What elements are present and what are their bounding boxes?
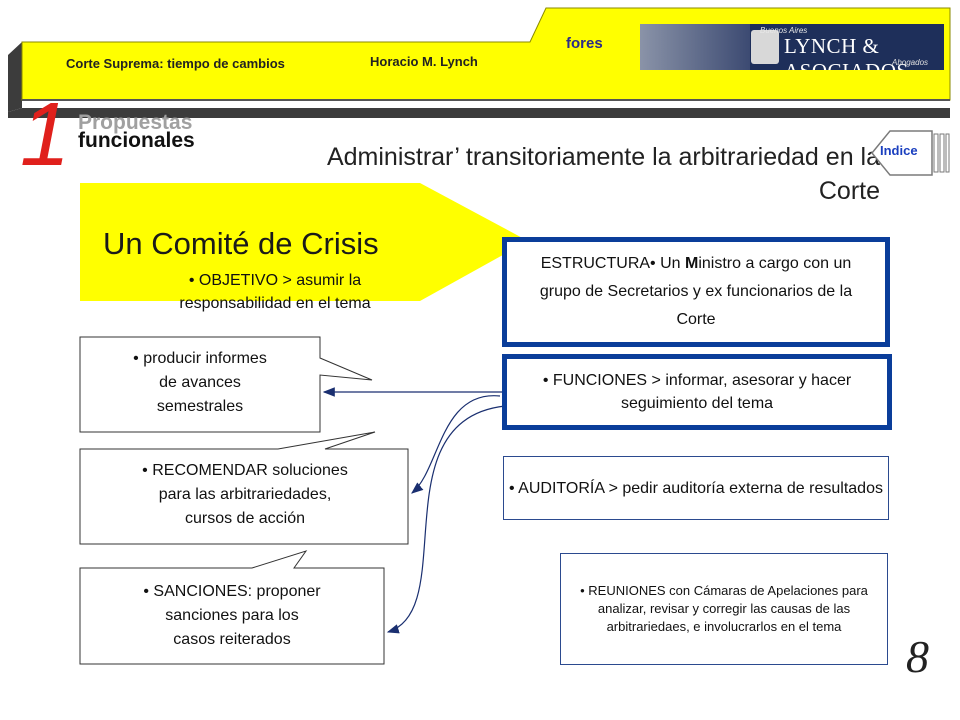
estructura-box: ESTRUCTURA• Un Ministro a cargo con un g…: [502, 237, 890, 347]
objetivo-line2: responsabilidad en el tema: [179, 295, 371, 312]
recomendar-line: para las arbitrariedades,: [158, 486, 332, 503]
objetivo-line1: • OBJETIVO > asumir la: [188, 272, 362, 289]
logo-photo-strip: [640, 24, 750, 70]
informes-line: de avances: [159, 374, 241, 391]
auditoria-text: • AUDITORÍA > pedir auditoría externa de…: [509, 479, 883, 497]
fores-label: fores: [566, 35, 603, 52]
funciones-text: • FUNCIONES > informar, asesorar y hacer…: [542, 372, 852, 412]
section-label-bottom: funcionales: [78, 129, 195, 152]
estructura-rest: inistro a cargo con un grupo de Secretar…: [539, 255, 853, 328]
estructura-text: ESTRUCTURA• Un Ministro a cargo con un g…: [521, 250, 871, 334]
page-title-line1: Administrar’ transitoriamente la arbitra…: [326, 143, 880, 171]
recomendar-line: cursos de acción: [184, 510, 306, 527]
indice-nav-button[interactable]: [870, 128, 950, 178]
page-title: Administrar’ transitoriamente la arbitra…: [160, 140, 880, 208]
reuniones-text: • REUNIONES con Cámaras de Apelaciones p…: [580, 583, 868, 634]
page-number: 8: [906, 631, 929, 682]
informes-callout: • producir informes de avances semestral…: [80, 347, 320, 419]
lynch-asociados-logo: Buenos Aires LYNCH & ASOCIADOS Abogados: [640, 24, 944, 70]
crest-icon: [751, 30, 779, 64]
author-name: Horacio M. Lynch: [370, 54, 478, 69]
connector-to-recomendar: [411, 395, 501, 494]
auditoria-box: • AUDITORÍA > pedir auditoría externa de…: [503, 456, 889, 520]
funciones-box: • FUNCIONES > informar, asesorar y hacer…: [502, 354, 892, 430]
sanciones-line: sanciones para los: [165, 607, 299, 624]
indice-label[interactable]: Indice: [880, 143, 918, 158]
logo-subtitle: Abogados: [892, 58, 929, 67]
sanciones-line: casos reiterados: [173, 631, 291, 648]
section-number: 1: [20, 85, 71, 185]
section-label-top: Propuestas: [78, 111, 193, 134]
sanciones-line: • SANCIONES: proponer: [143, 583, 321, 600]
reuniones-box: • REUNIONES con Cámaras de Apelaciones p…: [560, 553, 888, 665]
logo-city: Buenos Aires: [760, 26, 808, 35]
informes-line: • producir informes: [133, 350, 267, 367]
course-title: Corte Suprema: tiempo de cambios: [66, 56, 285, 71]
objetivo-text: • OBJETIVO > asumir la responsabilidad e…: [130, 269, 420, 315]
committee-arrow-shape: [80, 183, 528, 301]
committee-title: Un Comité de Crisis: [103, 226, 379, 261]
estructura-bold-letter: M: [684, 255, 699, 272]
recomendar-callout: • RECOMENDAR soluciones para las arbitra…: [80, 459, 410, 531]
estructura-prefix: ESTRUCTURA• Un: [540, 255, 685, 272]
logo-name: LYNCH & ASOCIADOS: [784, 34, 908, 70]
page-title-line2: Corte: [818, 177, 880, 205]
informes-line: semestrales: [156, 398, 244, 415]
recomendar-line: • RECOMENDAR soluciones: [142, 462, 348, 479]
sanciones-callout: • SANCIONES: proponer sanciones para los…: [80, 580, 384, 652]
